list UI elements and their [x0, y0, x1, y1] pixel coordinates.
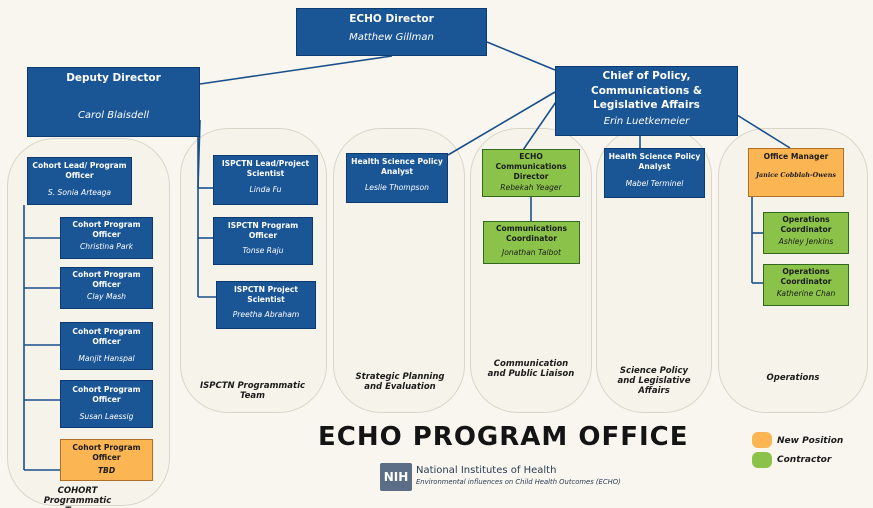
- cohort-officer-box: Cohort Program Officer Manjit Hanspal: [60, 322, 153, 370]
- lane-label-communication: Communication and Public Liaison: [487, 359, 575, 380]
- lane-label-ispctn: ISPCTN Programmatic Team: [199, 381, 306, 402]
- director-name: Matthew Gillman: [349, 31, 434, 43]
- cohort-officer-name: Clay Mash: [87, 291, 126, 301]
- cohort-officer-name: Susan Laessig: [79, 411, 134, 421]
- legend-contractor-swatch: [752, 452, 772, 468]
- cohort-officer-title: Cohort Program Officer: [72, 270, 141, 289]
- cohort-officer-box: Cohort Program Officer TBD: [60, 439, 153, 481]
- office-manager-name: Janice Cobblah-Owens: [756, 170, 836, 179]
- nih-logo: NIH: [380, 463, 412, 491]
- legend-contractor-label: Contractor: [777, 455, 832, 465]
- cohort-lead-title: Cohort Lead/ Program Officer: [32, 161, 127, 180]
- ops-coordinator-name: Katherine Chan: [776, 288, 836, 298]
- chief-box: Chief of Policy, Communications & Legisl…: [555, 66, 738, 136]
- ops-coordinator-box: Operations Coordinator Ashley Jenkins: [763, 212, 849, 254]
- science-analyst-title: Health Science Policy Analyst: [608, 152, 701, 171]
- nih-subtitle: Environmental influences on Child Health…: [416, 478, 621, 486]
- legend-new-position-swatch: [752, 432, 772, 448]
- chief-name: Erin Luetkemeier: [603, 116, 690, 128]
- cohort-officer-box: Cohort Program Officer Christina Park: [60, 217, 153, 259]
- cohort-officer-title: Cohort Program Officer: [72, 220, 141, 239]
- comms-director-title: ECHO Communications Director: [495, 152, 567, 181]
- ispctn-scientist-box: ISPCTN Project Scientist Preetha Abraham: [216, 281, 316, 329]
- ispctn-officer-title: ISPCTN Program Officer: [227, 221, 299, 240]
- deputy-box: Deputy Director Carol Blaisdell: [27, 67, 200, 137]
- ispctn-scientist-title: ISPCTN Project Scientist: [233, 285, 299, 304]
- strategic-analyst-title: Health Science Policy Analyst: [351, 157, 443, 176]
- comms-coordinator-box: Communications Coordinator Jonathan Talb…: [483, 221, 580, 264]
- comms-director-box: ECHO Communications Director Rebekah Yea…: [482, 149, 580, 197]
- lane-label-cohort: COHORT Programmatic Team: [43, 486, 112, 508]
- cohort-lead-name: S. Sonia Arteaga: [47, 187, 112, 197]
- cohort-officer-title: Cohort Program Officer: [72, 327, 141, 346]
- deputy-title: Deputy Director: [66, 72, 161, 84]
- strategic-analyst-box: Health Science Policy Analyst Leslie Tho…: [346, 153, 448, 203]
- lane-label-operations: Operations: [766, 373, 820, 383]
- ispctn-scientist-name: Preetha Abraham: [232, 309, 300, 319]
- cohort-officer-name: TBD: [97, 465, 116, 475]
- cohort-lead-box: Cohort Lead/ Program Officer S. Sonia Ar…: [27, 157, 132, 205]
- comms-coordinator-name: Jonathan Talbot: [501, 247, 562, 257]
- cohort-officer-name: Manjit Hanspal: [78, 353, 135, 363]
- science-analyst-box: Health Science Policy Analyst Mabel Term…: [604, 148, 705, 198]
- cohort-officer-name: Christina Park: [79, 241, 134, 251]
- ops-coordinator-title: Operations Coordinator: [780, 267, 832, 286]
- legend-new-position-label: New Position: [777, 436, 844, 446]
- strategic-analyst-name: Leslie Thompson: [365, 182, 429, 192]
- deputy-name: Carol Blaisdell: [77, 109, 150, 121]
- ispctn-lead-box: ISPCTN Lead/Project Scientist Linda Fu: [213, 155, 318, 205]
- cohort-officer-box: Cohort Program Officer Clay Mash: [60, 267, 153, 309]
- cohort-officer-title: Cohort Program Officer: [72, 443, 141, 462]
- ispctn-lead-title: ISPCTN Lead/Project Scientist: [221, 159, 310, 178]
- ispctn-lead-name: Linda Fu: [249, 184, 282, 194]
- cohort-officer-box: Cohort Program Officer Susan Laessig: [60, 380, 153, 428]
- lane-label-strategic: Strategic Planning and Evaluation: [355, 372, 445, 393]
- office-manager-box: Office Manager Janice Cobblah-Owens: [748, 148, 844, 197]
- ispctn-officer-name: Tonse Raju: [242, 245, 284, 255]
- lane-label-science: Science Policy and Legislative Affairs: [617, 366, 691, 397]
- office-manager-title: Office Manager: [763, 152, 829, 161]
- comms-director-name: Rebekah Yeager: [500, 182, 562, 192]
- science-analyst-name: Mabel Terminel: [625, 178, 684, 188]
- cohort-officer-title: Cohort Program Officer: [72, 385, 141, 404]
- ops-coordinator-box: Operations Coordinator Katherine Chan: [763, 264, 849, 306]
- ispctn-officer-box: ISPCTN Program Officer Tonse Raju: [213, 217, 313, 265]
- ops-coordinator-name: Ashley Jenkins: [778, 236, 834, 246]
- nih-name: National Institutes of Health: [416, 465, 557, 476]
- ops-coordinator-title: Operations Coordinator: [780, 215, 832, 234]
- director-box: ECHO Director Matthew Gillman: [296, 8, 487, 56]
- chief-title: Chief of Policy, Communications & Legisl…: [590, 70, 703, 112]
- director-title: ECHO Director: [349, 13, 434, 25]
- comms-coordinator-title: Communications Coordinator: [495, 224, 568, 243]
- office-title: ECHO PROGRAM OFFICE: [318, 422, 689, 452]
